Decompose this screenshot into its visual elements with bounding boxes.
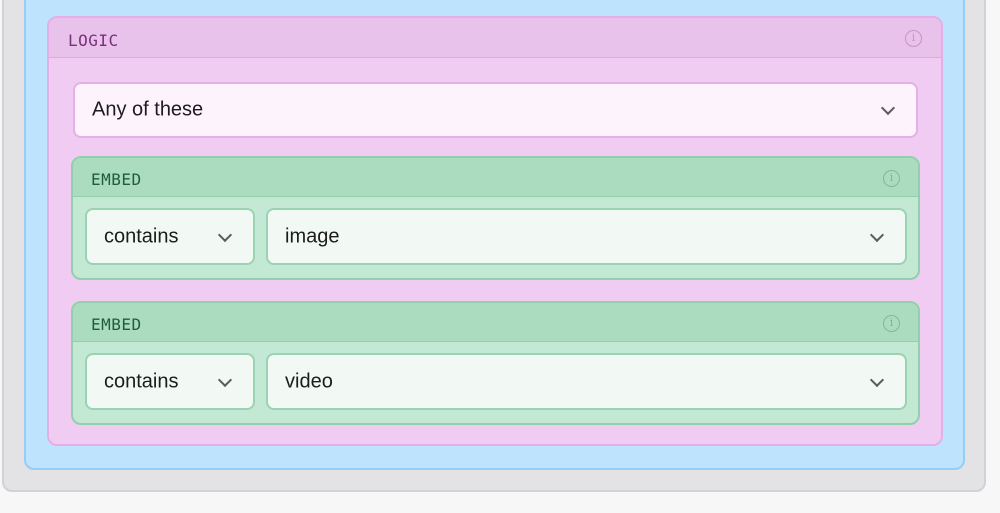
embed-type-value: image xyxy=(285,225,340,247)
operator-value: contains xyxy=(104,370,179,392)
chevron-down-icon xyxy=(217,227,233,242)
info-icon[interactable]: i xyxy=(883,315,900,332)
logic-block: LOGIC i Any of these EMBED i contains im… xyxy=(47,16,943,446)
info-icon[interactable]: i xyxy=(883,170,900,187)
chevron-down-icon xyxy=(217,372,233,387)
embed-header: EMBED i xyxy=(73,303,918,342)
chevron-down-icon xyxy=(869,227,885,242)
chevron-down-icon xyxy=(869,372,885,387)
embed-type-select[interactable]: image xyxy=(266,208,907,265)
operator-select[interactable]: contains xyxy=(85,208,255,265)
operator-value: contains xyxy=(104,225,179,247)
embed-header: EMBED i xyxy=(73,158,918,197)
embed-type-value: video xyxy=(285,370,333,392)
chevron-down-icon xyxy=(880,100,896,116)
operator-select[interactable]: contains xyxy=(85,353,255,410)
embed-title: EMBED xyxy=(91,315,142,334)
embed-condition-2: EMBED i contains video xyxy=(71,301,920,425)
info-icon[interactable]: i xyxy=(905,30,922,47)
embed-type-select[interactable]: video xyxy=(266,353,907,410)
embed-condition-1: EMBED i contains image xyxy=(71,156,920,280)
logic-header: LOGIC i xyxy=(49,18,941,58)
embed-title: EMBED xyxy=(91,170,142,189)
logic-mode-select[interactable]: Any of these xyxy=(73,82,918,138)
logic-title: LOGIC xyxy=(68,31,119,50)
logic-mode-value: Any of these xyxy=(92,98,204,121)
